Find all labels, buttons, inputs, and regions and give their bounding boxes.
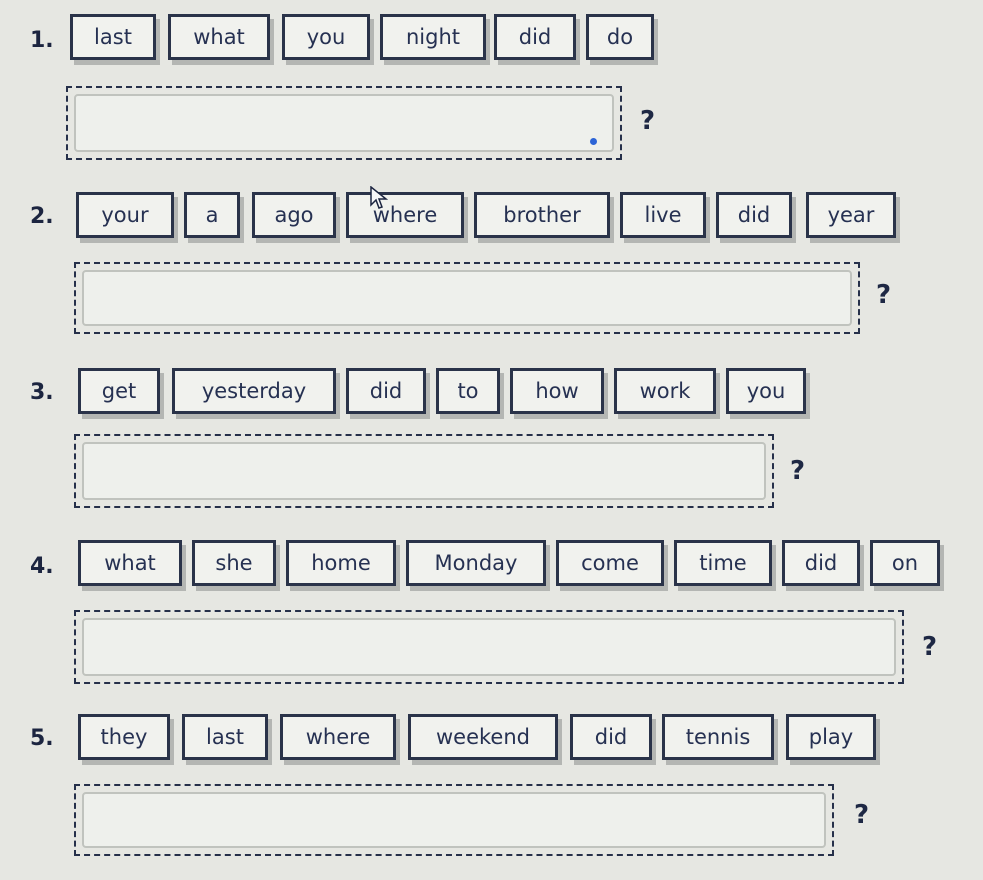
word-tile[interactable]: she xyxy=(192,540,276,586)
exercise-3: 3. get yesterday did to how work you ? xyxy=(0,368,983,518)
word-tile[interactable]: did xyxy=(782,540,860,586)
answer-input[interactable] xyxy=(82,792,826,848)
word-tile[interactable]: to xyxy=(436,368,500,414)
word-tile[interactable]: you xyxy=(282,14,370,60)
answer-dropzone xyxy=(74,434,774,508)
word-tile[interactable]: they xyxy=(78,714,170,760)
word-tile[interactable]: live xyxy=(620,192,706,238)
question-mark: ? xyxy=(854,800,870,830)
answer-dropzone xyxy=(74,610,904,684)
word-tile[interactable]: what xyxy=(78,540,182,586)
word-tile[interactable]: time xyxy=(674,540,772,586)
word-tile[interactable]: tennis xyxy=(662,714,774,760)
word-tile[interactable]: Monday xyxy=(406,540,546,586)
word-tile[interactable]: on xyxy=(870,540,940,586)
word-tile[interactable]: brother xyxy=(474,192,610,238)
word-tile[interactable]: how xyxy=(510,368,604,414)
word-tile[interactable]: do xyxy=(586,14,654,60)
question-mark: ? xyxy=(922,632,938,662)
word-tile[interactable]: where xyxy=(346,192,464,238)
word-tile[interactable]: weekend xyxy=(408,714,558,760)
word-tile[interactable]: what xyxy=(168,14,270,60)
word-tile[interactable]: get xyxy=(78,368,160,414)
word-tile[interactable]: yesterday xyxy=(172,368,336,414)
answer-dropzone xyxy=(74,262,860,334)
question-mark: ? xyxy=(876,280,892,310)
word-tile[interactable]: did xyxy=(570,714,652,760)
exercise-4: 4. what she home Monday come time did on… xyxy=(0,540,983,690)
word-tile[interactable]: home xyxy=(286,540,396,586)
word-tile[interactable]: come xyxy=(556,540,664,586)
word-tile[interactable]: did xyxy=(346,368,426,414)
answer-dropzone xyxy=(66,86,622,160)
word-bank: what she home Monday come time did on xyxy=(0,540,983,600)
word-tile[interactable]: did xyxy=(494,14,576,60)
word-tile[interactable]: a xyxy=(184,192,240,238)
exercise-number: 1. xyxy=(30,28,54,53)
word-tile[interactable]: you xyxy=(726,368,806,414)
word-bank: they last where weekend did tennis play xyxy=(0,714,983,774)
word-tile[interactable]: where xyxy=(280,714,396,760)
word-bank: last what you night did do xyxy=(0,14,983,74)
word-tile[interactable]: work xyxy=(614,368,716,414)
text-caret-dot xyxy=(590,138,597,145)
word-tile[interactable]: ago xyxy=(252,192,336,238)
question-mark: ? xyxy=(790,456,806,486)
exercise-number: 3. xyxy=(30,380,54,405)
exercise-number: 5. xyxy=(30,726,54,751)
word-bank: get yesterday did to how work you xyxy=(0,368,983,428)
exercise-number: 2. xyxy=(30,204,54,229)
answer-input[interactable] xyxy=(82,618,896,676)
answer-dropzone xyxy=(74,784,834,856)
word-tile[interactable]: year xyxy=(806,192,896,238)
word-tile[interactable]: your xyxy=(76,192,174,238)
word-tile[interactable]: play xyxy=(786,714,876,760)
answer-input[interactable] xyxy=(82,270,852,326)
mouse-pointer-icon xyxy=(370,186,388,209)
exercise-5: 5. they last where weekend did tennis pl… xyxy=(0,714,983,864)
exercise-2: 2. your a ago where brother live did yea… xyxy=(0,192,983,342)
exercise-1: 1. last what you night did do ? xyxy=(0,14,983,164)
answer-input[interactable] xyxy=(74,94,614,152)
word-tile[interactable]: last xyxy=(182,714,268,760)
answer-input[interactable] xyxy=(82,442,766,500)
word-bank: your a ago where brother live did year xyxy=(0,192,983,252)
question-mark: ? xyxy=(640,106,656,136)
word-tile[interactable]: did xyxy=(716,192,792,238)
word-tile[interactable]: night xyxy=(380,14,486,60)
exercise-number: 4. xyxy=(30,554,54,579)
word-tile[interactable]: last xyxy=(70,14,156,60)
